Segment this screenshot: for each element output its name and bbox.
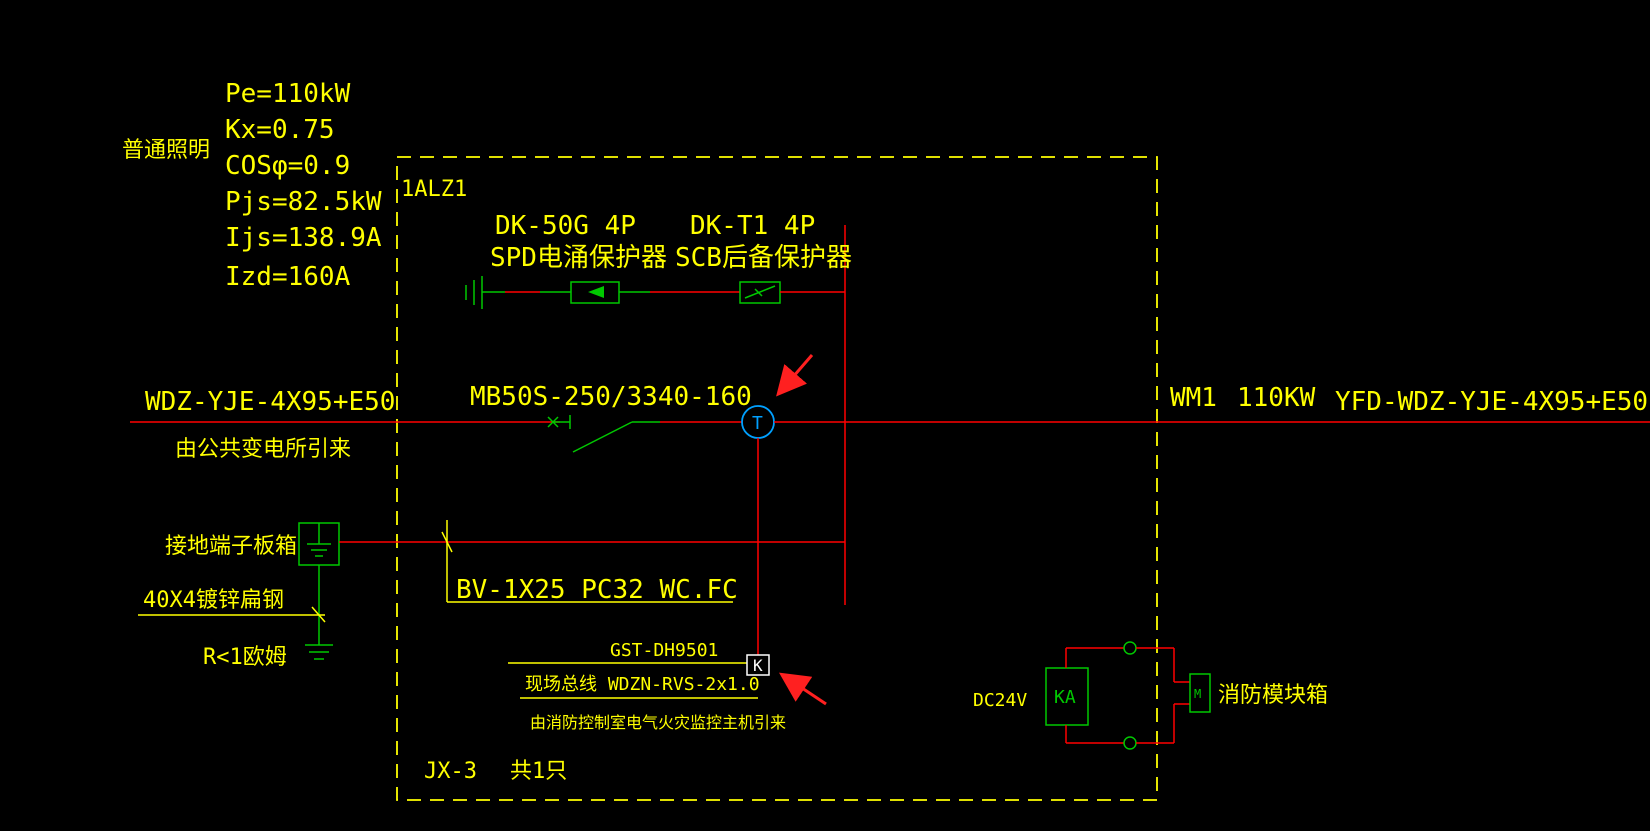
svg-text:K: K (753, 656, 763, 675)
scb-name: SCB后备保护器 (675, 243, 852, 273)
spd-ground-icon (465, 276, 505, 309)
svg-text:KA: KA (1054, 687, 1076, 708)
spd-icon (570, 281, 620, 304)
monitor-k-icon: K (746, 654, 770, 676)
incoming-cable: WDZ-YJE-4X95+E50 (145, 387, 395, 417)
ground-resistance-label: R<1欧姆 (203, 645, 287, 670)
panel-quantity: 共1只 (510, 759, 567, 784)
ground-terminal-box-icon (298, 522, 340, 566)
grounding-circuit: 接地端子板箱 40X4镀锌扁钢 R<1欧姆 BV-1X25 PC32 WC.FC (138, 520, 845, 670)
outgoing-power: 110KW (1237, 383, 1316, 413)
svg-text:T: T (752, 413, 763, 434)
monitor-module: GST-DH9501 现场总线 WDZN-RVS-2x1.0 由消防控制室电气火… (508, 640, 786, 732)
monitor-bus: 现场总线 WDZN-RVS-2x1.0 (525, 674, 760, 695)
pe-wire-label: BV-1X25 PC32 WC.FC (456, 575, 738, 605)
annotation-arrow-t (776, 354, 814, 397)
monitor-model: GST-DH9501 (610, 640, 718, 661)
panel-id: 1ALZ1 (401, 177, 467, 202)
scb-model: DK-T1 4P (690, 211, 815, 241)
outgoing-circuit: WM1 110KW YFD-WDZ-YJE-4X95+E50 (1170, 383, 1648, 417)
spd-model: DK-50G 4P (495, 211, 636, 241)
incoming-source: 由公共变电所引来 (175, 437, 351, 462)
main-breaker-model: MB50S-250/3340-160 (470, 382, 752, 412)
cos-value: COSφ=0.9 (225, 151, 350, 181)
annotation-arrow-k (779, 672, 827, 706)
spd-name: SPD电涌保护器 (490, 243, 667, 273)
ground-steel-label: 40X4镀锌扁钢 (143, 588, 284, 613)
panel-model: JX-3 (424, 759, 477, 784)
main-breaker-icon (547, 415, 660, 453)
svg-text:M: M (1194, 687, 1201, 701)
kx-value: Kx=0.75 (225, 115, 335, 145)
incoming-circuit: WDZ-YJE-4X95+E50 由公共变电所引来 MB50S-250/3340… (130, 382, 1650, 462)
scb-icon (739, 281, 781, 304)
spd-branch: DK-50G 4P SPD电涌保护器 DK-T1 4P SCB后备保护器 (465, 211, 852, 309)
fire-module-voltage: DC24V (973, 690, 1027, 711)
izd-value: Izd=160A (225, 262, 351, 292)
ground-terminal-box-label: 接地端子板箱 (165, 534, 297, 559)
fire-module-name: 消防模块箱 (1218, 683, 1328, 708)
outgoing-circuit-id: WM1 (1170, 383, 1217, 413)
pe-value: Pe=110kW (225, 79, 351, 109)
relay-ka-icon: KA (1045, 667, 1089, 726)
pjs-value: Pjs=82.5kW (225, 187, 382, 217)
monitor-source: 由消防控制室电气火灾监控主机引来 (530, 713, 786, 732)
fire-module: DC24V KA M 消防模块箱 (973, 641, 1328, 750)
fire-module-box-icon: M (1189, 673, 1211, 713)
earth-ground-icon (305, 644, 333, 660)
ijs-value: Ijs=138.9A (225, 223, 382, 253)
outgoing-cable: YFD-WDZ-YJE-4X95+E50 (1335, 387, 1648, 417)
load-summary: 普通照明 Pe=110kW Kx=0.75 COSφ=0.9 Pjs=82.5k… (122, 79, 382, 292)
current-transformer-icon: T (741, 405, 775, 439)
load-category: 普通照明 (122, 138, 210, 163)
panel-boundary (396, 156, 1158, 801)
